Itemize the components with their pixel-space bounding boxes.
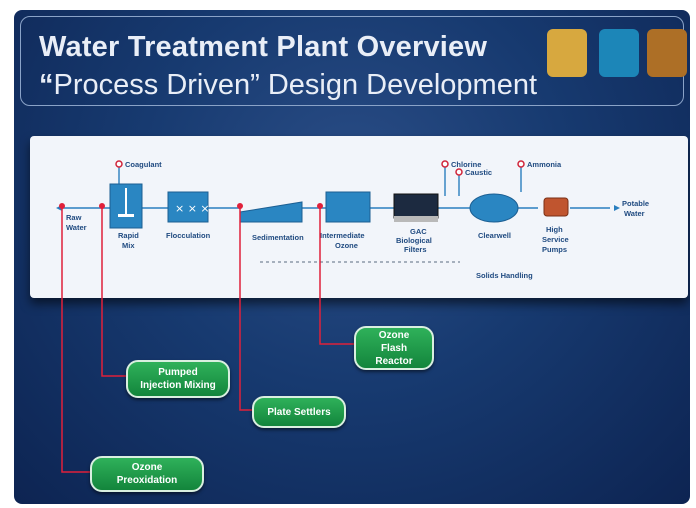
callout-line: Reactor bbox=[375, 355, 413, 367]
label-chlorine: Chlorine bbox=[451, 160, 481, 169]
label-coagulant: Coagulant bbox=[125, 160, 162, 169]
leader-ozone-preox bbox=[61, 206, 90, 473]
subtitle-text: Process Driven” Design Development bbox=[53, 69, 538, 101]
coagulant-injection-icon bbox=[115, 160, 123, 168]
svg-text:× × ×: × × × bbox=[175, 202, 210, 215]
intermediate-ozone-tank-icon bbox=[325, 191, 371, 223]
pump-icon bbox=[543, 197, 569, 217]
label-sedimentation: Sedimentation bbox=[252, 233, 304, 242]
accent-square-brown bbox=[647, 29, 687, 77]
label-flocculation: Flocculation bbox=[166, 231, 211, 240]
label-rapid-2: Mix bbox=[122, 241, 135, 250]
label-potable-2: Water bbox=[624, 209, 645, 218]
label-raw-1: Raw bbox=[66, 213, 82, 222]
clearwell-icon bbox=[469, 193, 519, 223]
point-pumped-injection-icon bbox=[99, 203, 105, 209]
page-subtitle: “Process Driven” Design Development bbox=[39, 69, 537, 102]
accent-square-blue bbox=[599, 29, 639, 77]
ammonia-injection-icon bbox=[517, 160, 525, 168]
label-intermediate-1: Intermediate bbox=[320, 231, 365, 240]
label-hsp-1: High bbox=[546, 225, 563, 234]
process-flow-diagram: × × × Raw Water Rapid Mix Flocculation S… bbox=[30, 136, 688, 298]
accent-square-gold bbox=[547, 29, 587, 77]
label-potable-1: Potable bbox=[622, 199, 649, 208]
callout-line: Plate Settlers bbox=[267, 406, 331, 418]
point-plate-settlers-icon bbox=[237, 203, 243, 209]
leader-ozone-flash bbox=[319, 206, 354, 345]
slide: Water Treatment Plant Overview “Process … bbox=[14, 10, 690, 504]
callout-plate-settlers[interactable]: Plate Settlers bbox=[252, 396, 346, 428]
callout-line: Ozone bbox=[378, 329, 410, 341]
label-ammonia: Ammonia bbox=[527, 160, 562, 169]
label-raw-2: Water bbox=[66, 223, 87, 232]
label-hsp-3: Pumps bbox=[542, 245, 567, 254]
title-box: Water Treatment Plant Overview “Process … bbox=[20, 16, 687, 106]
chlorine-injection-icon bbox=[441, 160, 449, 168]
caustic-injection-icon bbox=[455, 168, 463, 176]
label-hsp-2: Service bbox=[542, 235, 569, 244]
callout-ozone-flash-reactor[interactable]: Ozone Flash Reactor bbox=[354, 326, 434, 370]
point-ozone-flash-icon bbox=[317, 203, 323, 209]
callout-line: Ozone bbox=[131, 462, 163, 473]
page-title: Water Treatment Plant Overview bbox=[39, 31, 488, 63]
label-intermediate-2: Ozone bbox=[335, 241, 358, 250]
label-gac-3: Filters bbox=[404, 245, 427, 254]
callout-line: Preoxidation bbox=[116, 475, 178, 486]
label-caustic: Caustic bbox=[465, 168, 492, 177]
flocculation-tank-icon bbox=[167, 191, 209, 223]
callout-line: Pumped bbox=[158, 367, 198, 378]
arrow-potable-icon bbox=[614, 205, 620, 211]
gac-filter-icon bbox=[393, 193, 439, 219]
callout-line: Injection Mixing bbox=[140, 380, 216, 391]
callout-ozone-preoxidation[interactable]: Ozone Preoxidation bbox=[90, 456, 204, 492]
point-ozone-preox-icon bbox=[59, 203, 65, 209]
label-rapid-1: Rapid bbox=[118, 231, 139, 240]
label-gac-1: GAC bbox=[410, 227, 427, 236]
subtitle-quote: “ bbox=[39, 69, 54, 101]
callout-line: Flash bbox=[380, 342, 408, 354]
callout-pumped-injection-mixing[interactable]: Pumped Injection Mixing bbox=[126, 360, 230, 398]
label-solids: Solids Handling bbox=[476, 271, 533, 280]
process-flow-svg: × × × Raw Water Rapid Mix Flocculation S… bbox=[56, 160, 649, 280]
label-gac-2: Biological bbox=[396, 236, 432, 245]
leader-pumped-injection bbox=[101, 206, 126, 377]
leader-plate-settlers bbox=[239, 206, 252, 411]
callout-leaders-svg bbox=[59, 203, 354, 473]
label-clearwell: Clearwell bbox=[478, 231, 511, 240]
